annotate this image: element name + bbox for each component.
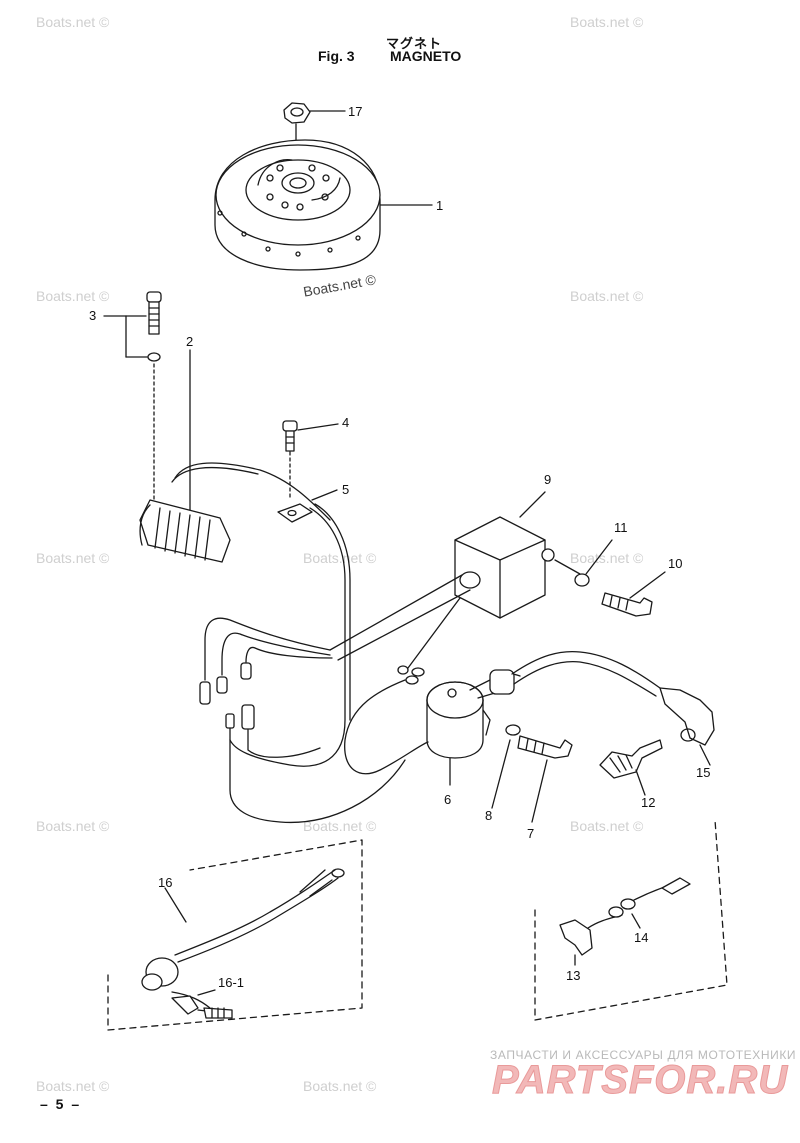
callout-9: 9	[544, 472, 552, 487]
callout-7: 7	[527, 826, 535, 841]
callout-4: 4	[342, 415, 350, 430]
page-number: – 5 –	[40, 1096, 82, 1112]
callout-16: 16	[158, 875, 173, 890]
watermark: Boats.net ©	[303, 550, 377, 566]
wire-harness	[199, 617, 406, 824]
stop-switch-part-16	[141, 868, 345, 1019]
screw-part-3	[103, 291, 162, 501]
callout-11: 11	[614, 520, 628, 535]
watermark: Boats.net ©	[303, 818, 377, 834]
title-japanese: マグネト	[386, 36, 443, 51]
connector-part-14	[608, 877, 691, 929]
watermark: Boats.net ©	[570, 818, 644, 834]
watermark: Boats.net ©	[36, 818, 110, 834]
bolt-part-7	[517, 735, 573, 823]
washer-part-11	[574, 539, 613, 587]
figure-label: Fig. 3	[318, 48, 355, 64]
watermark: Boats.net ©	[36, 288, 110, 304]
callout-16-1: 16-1	[218, 975, 245, 990]
bolt-part-10	[601, 571, 666, 617]
coil-part-2	[139, 349, 331, 563]
callout-14: 14	[634, 930, 649, 945]
clamp-part-5	[229, 489, 351, 767]
cdi-unit-part-9	[329, 491, 581, 675]
callout-3: 3	[89, 308, 97, 323]
brand-logo: PARTSFOR.RU	[491, 1058, 789, 1103]
watermark: Boats.net ©	[570, 288, 644, 304]
callout-12: 12	[641, 795, 656, 810]
callout-5: 5	[342, 482, 350, 497]
ignition-coil-part-6	[344, 650, 661, 786]
kill-switch-box	[107, 839, 363, 1031]
flywheel-part-1	[214, 139, 433, 271]
callout-6: 6	[444, 792, 452, 807]
watermark: Boats.net ©	[36, 550, 110, 566]
page-title: MAGNETO	[390, 48, 462, 64]
watermark: Boats.net ©	[570, 550, 644, 566]
plug-cap-part-15	[659, 687, 715, 766]
watermark: Boats.net ©	[570, 14, 644, 30]
watermark: Boats.net ©	[36, 14, 110, 30]
screw-part-4	[282, 420, 339, 501]
watermark: Boats.net ©	[303, 1078, 377, 1094]
spark-plug-part-12	[599, 739, 663, 796]
callout-17: 17	[348, 104, 363, 119]
watermark: Boats.net ©	[36, 1078, 110, 1094]
callout-8: 8	[485, 808, 493, 823]
washer-part-8	[491, 724, 521, 809]
callout-13: 13	[566, 968, 581, 983]
brand-subtitle: ЗАПЧАСТИ И АКСЕССУАРЫ ДЛЯ МОТОТЕХНИКИ	[490, 1048, 797, 1062]
callout-1: 1	[436, 198, 444, 213]
cap-part-13	[559, 914, 623, 966]
callout-15: 15	[696, 765, 711, 780]
callout-2: 2	[186, 334, 194, 349]
callout-10: 10	[668, 556, 683, 571]
plug-cap-box	[534, 819, 728, 1021]
